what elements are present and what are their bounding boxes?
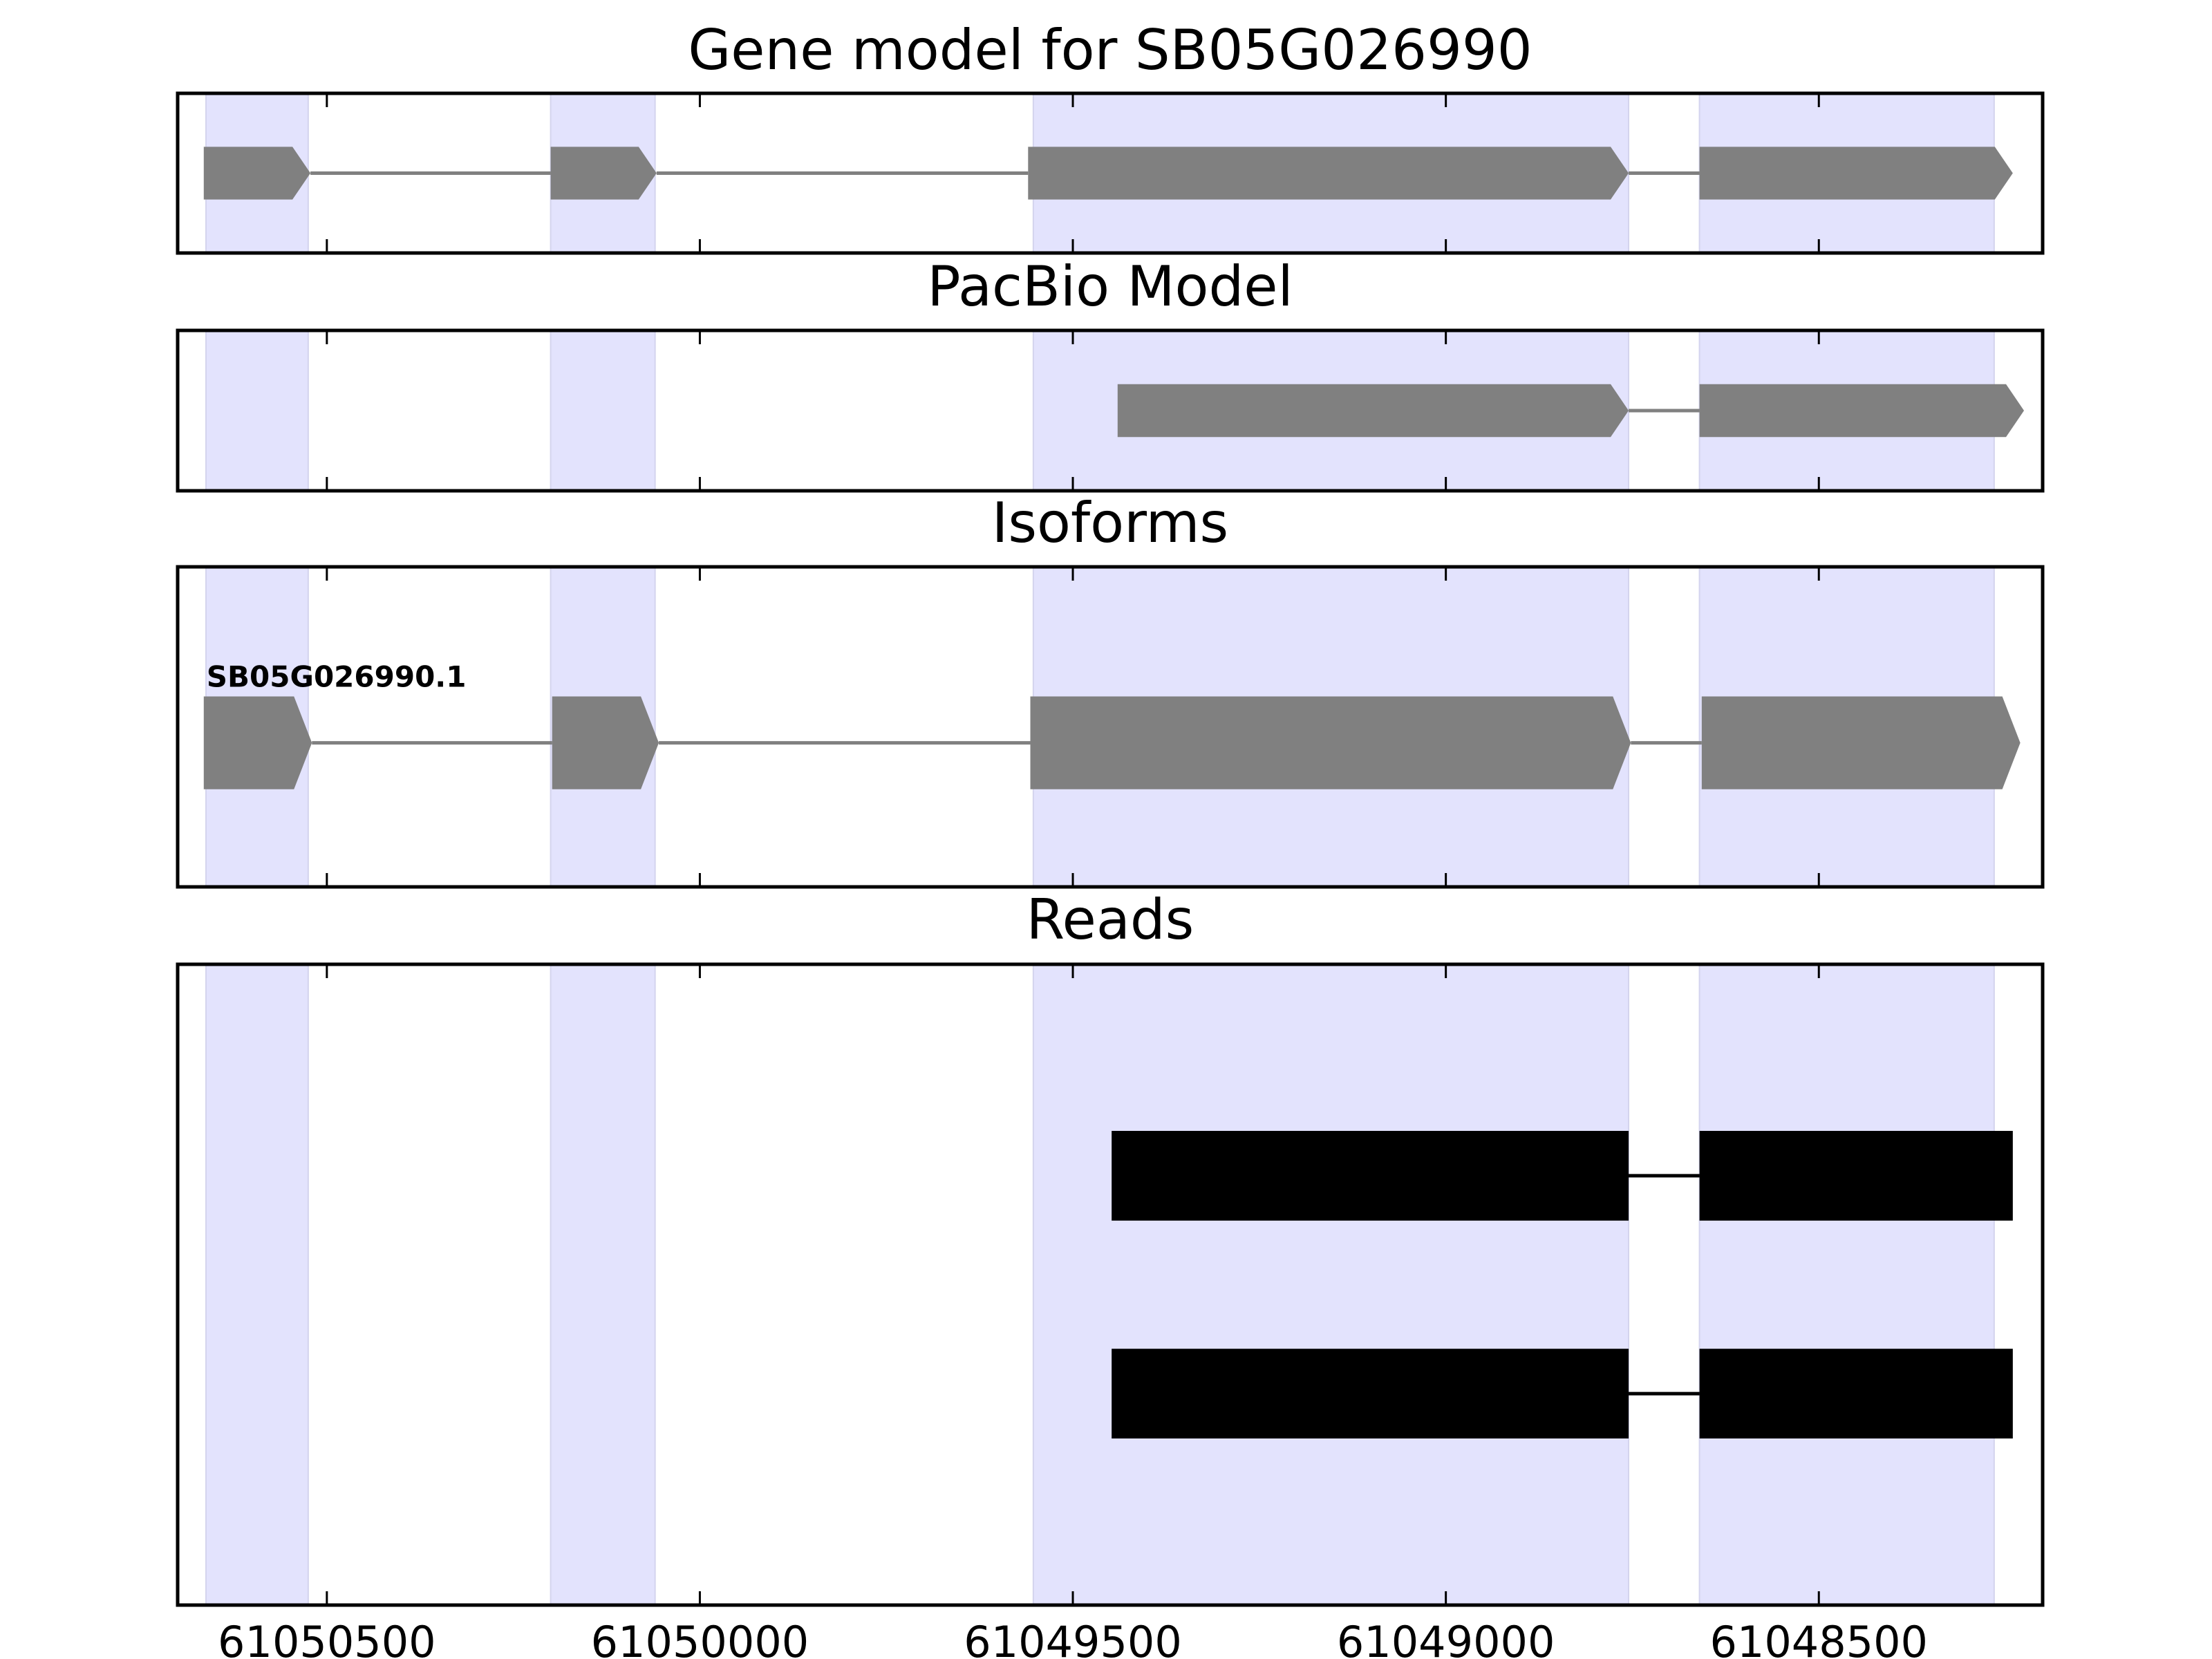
exon-block — [550, 147, 657, 200]
read-block — [1699, 1349, 2013, 1438]
panel-reads: Reads — [176, 888, 2045, 1607]
exon-block — [1030, 696, 1631, 789]
x-tick-label: 61049500 — [964, 1617, 1182, 1659]
exon-block — [552, 696, 659, 789]
exon-block — [1701, 696, 2021, 789]
exon-highlight-band-1 — [550, 330, 656, 491]
panel-title-isoforms: Isoforms — [992, 491, 1228, 555]
exon-highlight-band-3 — [1698, 964, 1995, 1606]
panel-title-pacbio-model: PacBio Model — [927, 254, 1293, 319]
exon-highlight-band-0 — [205, 330, 309, 491]
read-block — [1112, 1131, 1629, 1221]
panel-frame — [176, 962, 2045, 1607]
x-tick-label: 61048500 — [1709, 1617, 1928, 1659]
exon-block — [203, 147, 311, 200]
x-tick-label: 61049000 — [1337, 1617, 1555, 1659]
panel-title-reads: Reads — [1027, 888, 1194, 952]
panel-gene-model: Gene model for SB05G026990 — [176, 18, 2045, 255]
exon-block — [203, 696, 312, 789]
read-block — [1699, 1131, 2013, 1221]
panel-frame — [176, 565, 2045, 889]
read-block — [1112, 1349, 1629, 1438]
panel-frame — [176, 328, 2045, 493]
exon-block — [1699, 384, 2025, 438]
panel-frame — [176, 91, 2045, 255]
exon-block — [1117, 384, 1629, 438]
x-tick-label: 61050000 — [591, 1617, 809, 1659]
panel-pacbio-model: PacBio Model — [176, 254, 2045, 493]
isoform-label: SB05G026990.1 — [207, 660, 467, 694]
panel-title-gene-model: Gene model for SB05G026990 — [688, 18, 1532, 82]
x-tick-label: 61050500 — [218, 1617, 436, 1659]
exon-highlight-band-1 — [550, 964, 656, 1606]
exon-block — [1699, 147, 2013, 200]
exon-highlight-band-2 — [1032, 964, 1630, 1606]
exon-block — [1028, 147, 1629, 200]
exon-highlight-band-0 — [205, 964, 309, 1606]
